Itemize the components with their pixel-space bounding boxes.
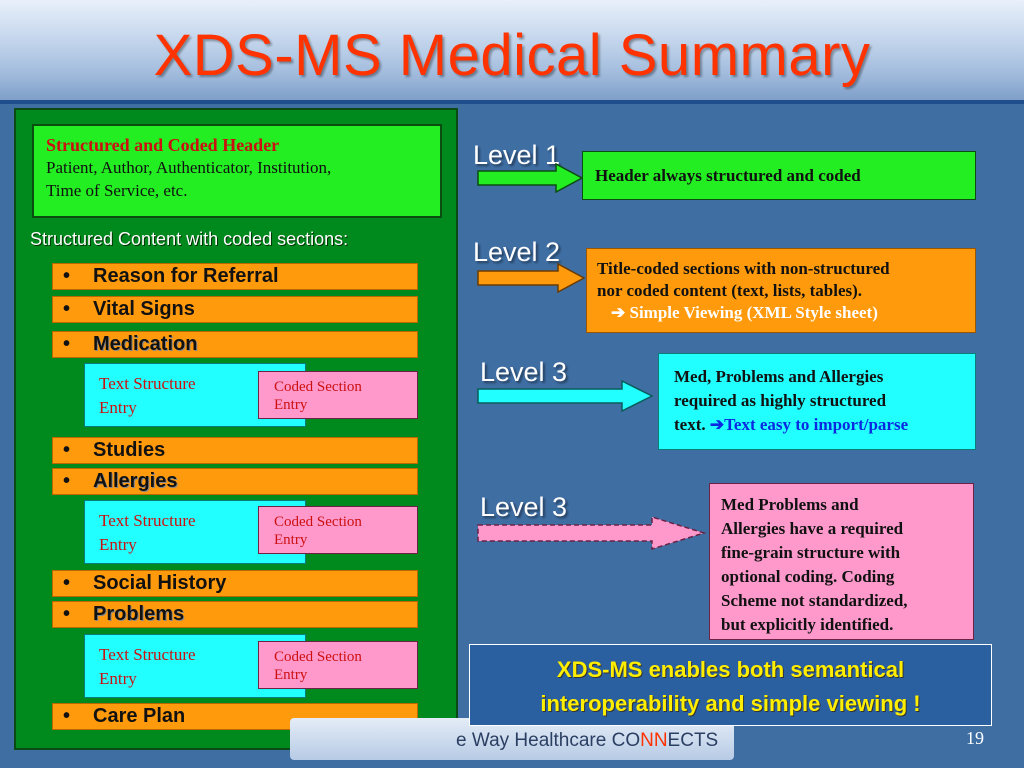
arrow-right-icon: ➔: [709, 415, 725, 434]
level-3-label: Level 3: [480, 357, 568, 387]
header-box-subtitle-line2: Time of Service, etc.: [46, 181, 188, 200]
section-label: Structured Content with coded sections:: [30, 229, 349, 249]
coded-section-line1: Coded Section: [274, 649, 362, 665]
summary-box: XDS-MS enables both semantical interoper…: [469, 644, 992, 726]
text-structure-line1: Text Structure: [99, 374, 196, 393]
text-structure-line2: Entry: [99, 398, 137, 417]
bullet: •: [63, 298, 71, 320]
level-1-box: Header always structured and coded: [582, 151, 976, 200]
coded-section-entry: Coded Section Entry: [258, 506, 418, 554]
summary-line1: XDS-MS enables both semantical: [556, 657, 905, 682]
bullet: •: [63, 439, 71, 461]
coded-section-line2: Entry: [274, 667, 308, 683]
level-1-arrow: [477, 163, 584, 193]
level-3b-label: Level 3: [480, 492, 568, 522]
bullet: •: [63, 705, 71, 727]
section-problems: • Problems: [52, 601, 418, 628]
section-label-text: Medication: [93, 333, 198, 355]
section-label-text: Vital Signs: [93, 298, 195, 320]
coded-section-entry: Coded Section Entry: [258, 641, 418, 689]
bullet: •: [63, 470, 71, 492]
coded-section-line1: Coded Section: [274, 379, 362, 395]
level-3-line1: Med, Problems and Allergies: [674, 367, 884, 386]
text-structure-line1: Text Structure: [99, 645, 196, 664]
header-box-title: Structured and Coded Header: [46, 135, 280, 155]
level-3-line2: required as highly structured: [674, 391, 887, 410]
section-reason-for-referral: • Reason for Referral: [52, 263, 418, 290]
summary-line2: interoperability and simple viewing !: [540, 691, 921, 716]
level-2-line2: nor coded content (text, lists, tables).: [597, 281, 863, 300]
coded-section-line2: Entry: [274, 532, 308, 548]
level-2-box: Title-coded sections with non-structured…: [586, 248, 976, 333]
section-label-text: Allergies: [93, 470, 178, 492]
level-3b-line: Med Problems and: [721, 495, 859, 514]
bullet: •: [63, 333, 71, 355]
section-allergies: • Allergies: [52, 468, 418, 495]
level-3-link: Text easy to import/parse: [724, 415, 909, 434]
banner-brand-ects: ECTS: [667, 730, 719, 751]
level-2-arrow: [477, 263, 586, 293]
bullet: •: [63, 572, 71, 594]
level-3b-line: but explicitly identified.: [721, 615, 894, 634]
section-social-history: • Social History: [52, 570, 418, 597]
section-label-text: Care Plan: [93, 705, 186, 727]
banner-brand-co: CO: [611, 730, 641, 751]
coded-section-entry: Coded Section Entry: [258, 371, 418, 419]
text-structure-line2: Entry: [99, 669, 137, 688]
level-3-arrow: [477, 380, 654, 412]
bullet: •: [63, 265, 71, 287]
section-label-text: Social History: [93, 572, 227, 594]
section-label-text: Problems: [93, 603, 185, 625]
level-3-box: Med, Problems and Allergies required as …: [658, 353, 976, 450]
level-3b-line: Allergies have a required: [721, 519, 904, 538]
level-2-link: Simple Viewing (XML Style sheet): [629, 303, 878, 322]
title-band: [0, 0, 1024, 100]
slide-title: XDS-MS Medical Summary: [153, 23, 871, 88]
text-structure-line2: Entry: [99, 535, 137, 554]
text-structure-line1: Text Structure: [99, 511, 196, 530]
section-medication: • Medication: [52, 331, 418, 358]
coded-section-line1: Coded Section: [274, 514, 362, 530]
section-label-text: Studies: [93, 439, 166, 461]
level-3-line3: text. ➔Text easy to import/parse: [674, 413, 960, 437]
level-2-line1: Title-coded sections with non-structured: [597, 259, 890, 278]
section-studies: • Studies: [52, 437, 418, 464]
page-number: 19: [966, 728, 984, 748]
level-2-link-row: ➔ Simple Viewing (XML Style sheet): [597, 302, 965, 324]
section-label-text: Reason for Referral: [93, 265, 279, 287]
banner-brand-nn: NN: [640, 730, 668, 751]
header-box: Structured and Coded Header Patient, Aut…: [32, 124, 442, 218]
header-box-subtitle-line1: Patient, Author, Authenticator, Institut…: [46, 158, 332, 177]
banner-prefix: e Way Healthcare: [456, 730, 607, 751]
section-vital-signs: • Vital Signs: [52, 296, 418, 323]
bullet: •: [63, 603, 71, 625]
coded-section-line2: Entry: [274, 397, 308, 413]
banner-text: e Way Healthcare CONNECTS: [456, 730, 718, 752]
title-divider: [0, 100, 1024, 104]
level-3b-box: Med Problems and Allergies have a requir…: [709, 483, 974, 640]
level-3-line3-prefix: text.: [674, 415, 706, 434]
level-3b-line: Scheme not standardized,: [721, 591, 908, 610]
level-1-label: Level 1: [473, 140, 561, 170]
arrow-right-icon: ➔: [611, 303, 626, 322]
level-3b-arrow: [477, 515, 707, 551]
level-2-label: Level 2: [473, 237, 561, 267]
level-1-text: Header always structured and coded: [595, 166, 861, 185]
level-3b-line: fine-grain structure with: [721, 543, 901, 562]
banner-brand: CONNECTS: [612, 730, 719, 751]
level-3b-line: optional coding. Coding: [721, 567, 895, 586]
